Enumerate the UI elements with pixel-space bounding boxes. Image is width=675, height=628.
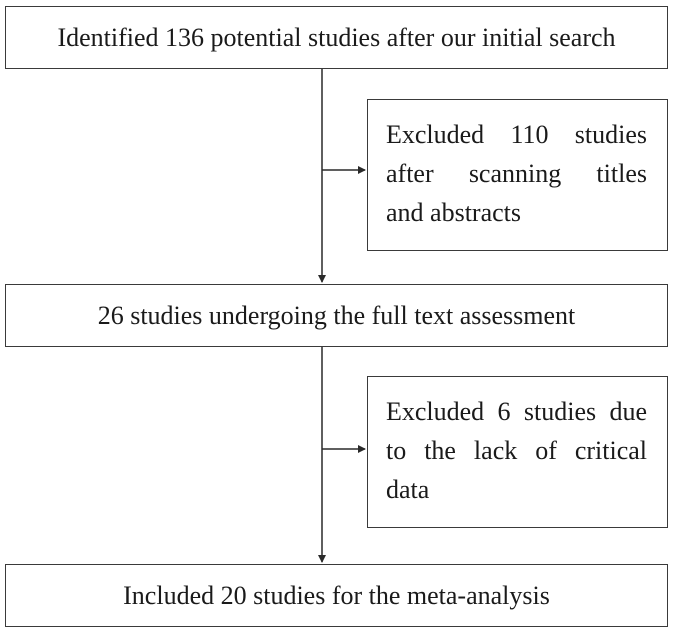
identified-studies-box: Identified 136 potential studies after o…: [5, 6, 668, 69]
exclusion1-line-1: Excluded 110 studies: [386, 120, 647, 149]
included-studies-text: Included 20 studies for the meta-analysi…: [123, 580, 550, 610]
full-text-assessment-text: 26 studies undergoing the full text asse…: [97, 300, 576, 330]
full-text-assessment-box: 26 studies undergoing the full text asse…: [5, 284, 668, 347]
exclusion2-line-2: to the lack of critical: [386, 436, 647, 465]
exclusion2-line-3: data: [386, 475, 430, 504]
exclusion1-line-2: after scanning titles: [386, 159, 647, 188]
exclusion2-line-1: Excluded 6 studies due: [386, 397, 647, 426]
identified-studies-text: Identified 136 potential studies after o…: [57, 22, 616, 52]
exclusion1-line-3: and abstracts: [386, 198, 522, 227]
exclusion-box-critical-data: Excluded 6 studies due to the lack of cr…: [367, 376, 668, 528]
included-studies-box: Included 20 studies for the meta-analysi…: [5, 564, 668, 627]
exclusion-box-titles-abstracts: Excluded 110 studies after scanning titl…: [367, 99, 668, 251]
